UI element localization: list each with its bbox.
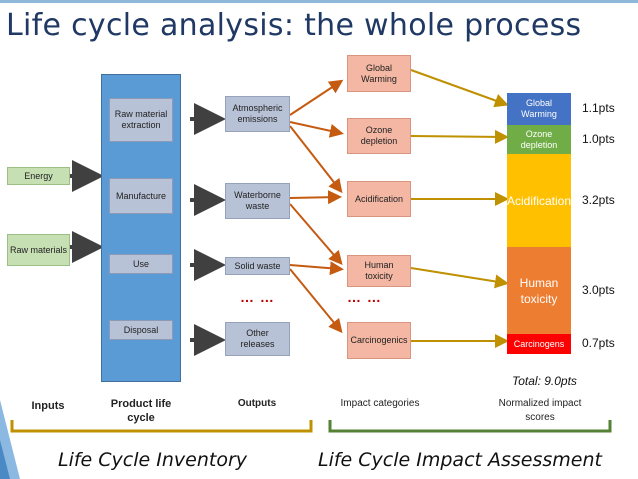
arrow-atm-oz [289,121,344,138]
output-other-releases: Other releases [225,322,290,356]
normalized-pts-global-warming: 1.1pts [582,101,615,115]
top-decoration [0,0,638,3]
stage-manufacture: Manufacture [109,178,173,214]
input-energy: Energy [7,167,70,185]
outputs-ellipsis: … … [240,289,275,305]
life-cycle-inventory-label: Life Cycle Inventory [58,449,247,471]
stage-raw-material-extraction: Raw material extraction [109,98,173,142]
output-solid-waste: Solid waste [225,257,290,275]
life-cycle-impact-assessment-label: Life Cycle Impact Assessment [318,449,602,471]
impact-ozone-depletion: Ozone depletion [347,118,411,154]
normalized-segment-global-warming: Global Warming [507,93,571,125]
output-atmospheric-emissions: Atmospheric emissions [225,96,290,132]
normalized-segment-carcinogens: Carcinogens [507,334,571,354]
input-raw-materials: Raw materials [7,234,70,266]
label-inputs: Inputs [31,400,65,412]
normalized-pts-carcinogens: 0.7pts [582,336,615,350]
stage-disposal: Disposal [109,320,173,340]
normalized-pts-column: 1.1pts 1.0pts 3.2pts 3.0pts 0.7pts [578,93,634,355]
output-waterborne-waste: Waterborne waste [225,183,290,219]
inventory-brace [10,420,313,433]
left-decoration [0,400,20,479]
label-impact-categories: Impact categories [340,398,420,409]
arrow-ht-norm [410,267,509,289]
arrow-water-ht [289,203,343,266]
stage-use: Use [109,254,173,274]
impact-human-toxicity: Human toxicity [347,255,411,287]
normalized-segment-human-toxicity: Human toxicity [507,247,571,334]
arrow-atm-gw [289,79,344,116]
arrow-water-ac [289,190,342,205]
arrow-gw-norm [410,69,509,108]
normalized-segment-acidification: Acidification [507,154,571,247]
total-score: Total: 9.0pts [512,374,577,388]
arrow-atm-ac [289,125,343,194]
normalized-pts-ozone-depletion: 1.0pts [582,131,615,146]
impact-global-warming: Global Warming [347,55,411,92]
page-title: Life cycle analysis: the whole process [6,8,582,43]
arrow-oz-norm [410,129,509,144]
arrow-solid-ca [289,268,343,334]
impacts-ellipsis: … … [347,289,382,305]
label-product-life-cycle: Product life cycle [110,398,172,424]
normalized-pts-human-toxicity: 3.0pts [582,282,615,297]
normalized-pts-acidification: 3.2pts [582,192,615,207]
impact-carcinogenics: Carcinogenics [347,322,411,359]
normalized-segment-ozone-depletion: Ozone depletion [507,125,571,154]
label-outputs: Outputs [237,398,277,409]
label-normalized: Normalized impact scores [498,398,582,423]
arrow-solid-ht [289,261,344,276]
impact-acidification: Acidification [347,181,411,217]
assessment-brace [328,420,612,433]
